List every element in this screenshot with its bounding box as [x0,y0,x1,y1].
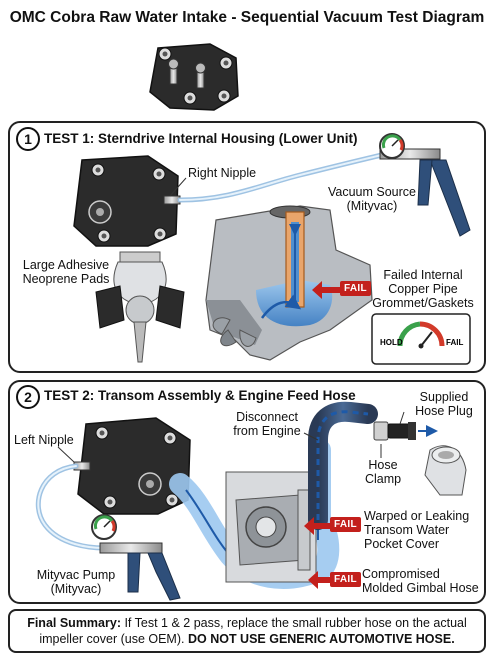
transom-assembly [226,472,316,582]
warped-cover-label: Warped or Leaking Transom Water Pocket C… [364,509,482,551]
left-nipple-label: Left Nipple [14,433,74,447]
final-summary: Final Summary: If Test 1 & 2 pass, repla… [8,609,486,653]
pads-line1: Large Adhesive [14,258,118,272]
hose-plug-label: Supplied Hose Plug [404,390,484,418]
test2-number-badge: 2 [16,385,40,409]
neoprene-pads-label: Large Adhesive Neoprene Pads [14,258,118,286]
vacuum-source-label: Vacuum Source (Mityvac) [312,185,432,213]
vacuum-source-line2: (Mityvac) [312,199,432,213]
test1-number-badge: 1 [16,127,40,151]
disconnect-label: Disconnect from Engine [222,410,312,438]
warped-line2: Transom Water [364,523,482,537]
gauge-fail-label: FAIL [446,338,463,347]
test2-heading: TEST 2: Transom Assembly & Engine Feed H… [44,388,356,403]
disconnect-line2: from Engine [222,424,312,438]
mityvac-line2: (Mityvac) [26,582,126,596]
test2-fail-badge-2: FAIL [330,572,361,587]
disconnected-hose-end [425,446,466,495]
test1-fail-badge: FAIL [340,281,371,296]
summary-warning: DO NOT USE GENERIC AUTOMOTIVE HOSE. [188,632,455,646]
hose-clamp-plug [374,422,432,440]
vacuum-source-line1: Vacuum Source [312,185,432,199]
disconnect-line1: Disconnect [222,410,312,424]
test2-plate [74,418,190,514]
failed-line1: Failed Internal [368,268,478,282]
failed-internal-label: Failed Internal Copper Pipe Grommet/Gask… [368,268,478,310]
failed-line3: Grommet/Gaskets [368,296,478,310]
hose-clamp-label: Hose Clamp [356,458,410,486]
hose-clamp-line2: Clamp [356,472,410,486]
test1-heading: TEST 1: Sterndrive Internal Housing (Low… [44,131,358,146]
gimbal-line1: Compromised [362,567,482,581]
mityvac-line1: Mityvac Pump [26,568,126,582]
hose-plug-line2: Hose Plug [404,404,484,418]
warped-line1: Warped or Leaking [364,509,482,523]
intake-plate-top [150,44,238,110]
right-nipple-label: Right Nipple [188,166,256,180]
mityvac-pump-label: Mityvac Pump (Mityvac) [26,568,126,596]
hose-clamp-line1: Hose [356,458,410,472]
warped-line3: Pocket Cover [364,537,482,551]
pads-line2: Neoprene Pads [14,272,118,286]
gimbal-hose-label: Compromised Molded Gimbal Hose [362,567,482,595]
failed-line2: Copper Pipe [368,282,478,296]
hose-plug-line1: Supplied [404,390,484,404]
test1-plate [74,156,180,246]
gimbal-line2: Molded Gimbal Hose [362,581,482,595]
test2-fail-badge-1: FAIL [330,517,361,532]
gauge-hold-label: HOLD [380,338,403,347]
summary-label: Final Summary: [27,616,121,630]
